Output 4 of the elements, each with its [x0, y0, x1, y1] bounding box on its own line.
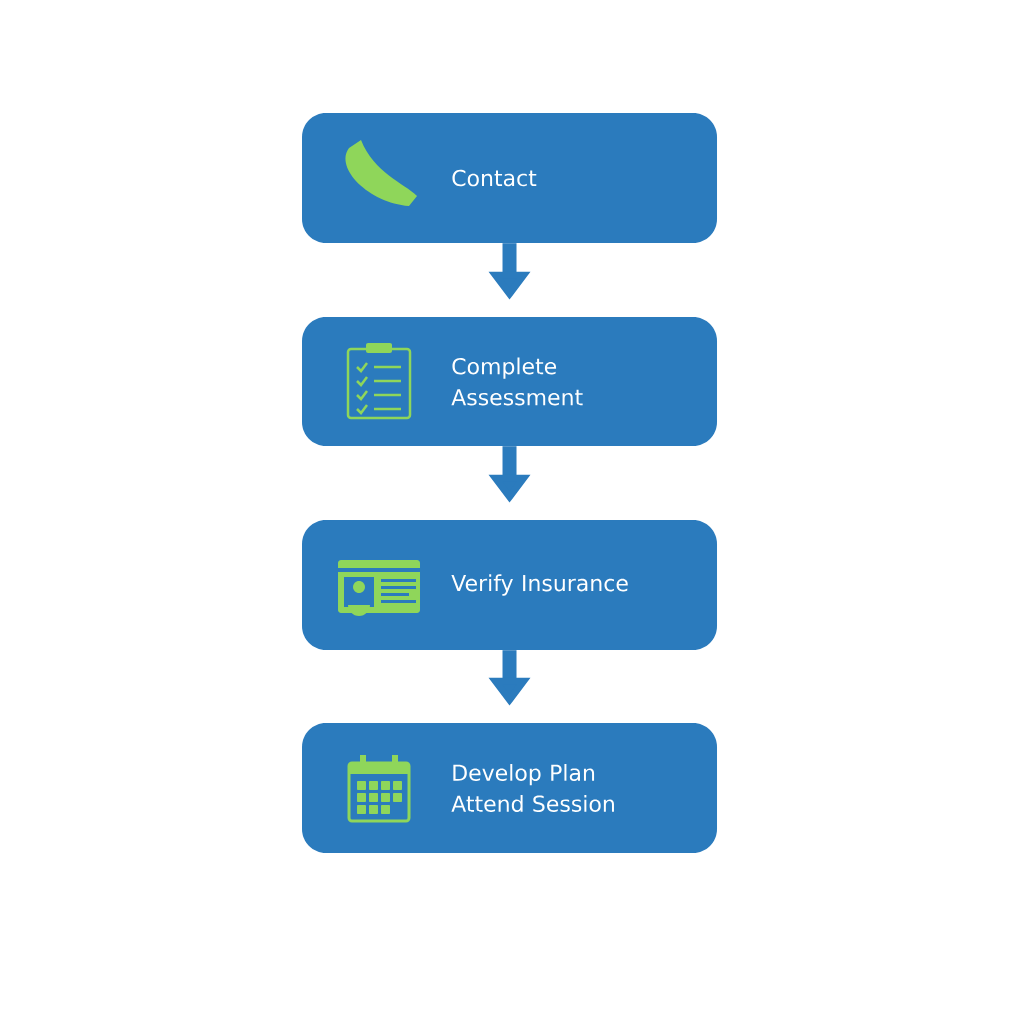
step-box: Contact	[302, 113, 717, 243]
step-box: Develop Plan Attend Session	[302, 723, 717, 853]
step-box: Verify Insurance	[302, 520, 717, 650]
step-box: Complete Assessment	[302, 317, 717, 446]
